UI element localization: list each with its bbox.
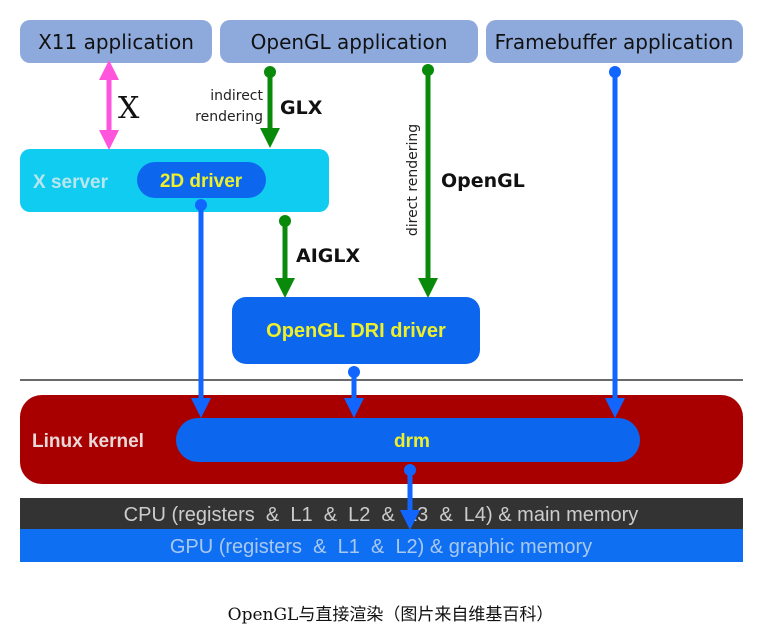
framebuffer-application-box: Framebuffer application <box>486 20 743 63</box>
rendering-label: rendering <box>195 109 263 125</box>
linux-kernel-box: Linux kernel drm <box>20 395 743 484</box>
opengl-application-box: OpenGL application <box>220 20 478 63</box>
opengl-application-label: OpenGL application <box>251 30 448 54</box>
drm-label: drm <box>394 431 430 452</box>
drm-pill <box>176 418 640 462</box>
x-protocol-label: X <box>118 91 140 126</box>
opengl-dri-driver-box: OpenGL DRI driver <box>232 297 480 364</box>
glx-label: GLX <box>280 97 323 119</box>
gpu-memory-label: GPU (registers & L1 & L2) & graphic memo… <box>170 536 592 558</box>
x-server-box: X server 2D driver <box>20 149 329 212</box>
cpu-memory-bar: CPU (registers & L1 & L2 & L3 & L4) & ma… <box>20 498 743 529</box>
framebuffer-application-label: Framebuffer application <box>495 30 734 54</box>
linux-kernel-label: Linux kernel <box>32 431 144 452</box>
gpu-memory-bar: GPU (registers & L1 & L2) & graphic memo… <box>20 529 743 562</box>
2d-driver-label: 2D driver <box>160 171 243 192</box>
indirect-label: indirect <box>210 88 263 104</box>
x-server-label: X server <box>33 172 109 193</box>
figure-caption: OpenGL与直接渲染（图片来自维基百科） <box>227 605 554 625</box>
x11-application-box: X11 application <box>20 20 212 63</box>
x11-application-label: X11 application <box>38 30 194 54</box>
cpu-memory-label: CPU (registers & L1 & L2 & L3 & L4) & ma… <box>124 504 639 526</box>
opengl-label: OpenGL <box>441 170 525 192</box>
aiglx-label: AIGLX <box>296 245 360 267</box>
dri-driver-label: OpenGL DRI driver <box>266 320 446 342</box>
2d-driver-pill <box>137 162 266 198</box>
direct-rendering-label: direct rendering <box>405 124 421 236</box>
